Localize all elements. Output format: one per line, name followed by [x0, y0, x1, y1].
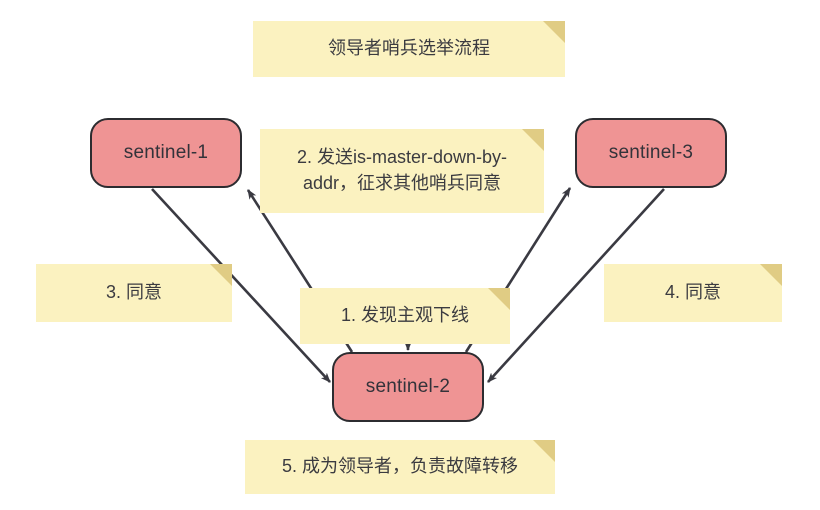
note-step-3: 3. 同意 [36, 264, 232, 322]
note-fold-icon [488, 288, 510, 310]
note-step-3-label: 3. 同意 [105, 282, 162, 303]
note-title-label: 领导者哨兵选举流程 [328, 38, 490, 59]
node-sentinel-1-label: sentinel-1 [123, 142, 209, 163]
note-fold-icon [760, 264, 782, 286]
note-step-4-label: 4. 同意 [664, 282, 721, 303]
node-sentinel-2[interactable]: sentinel-2 [332, 352, 484, 422]
note-fold-icon [533, 440, 555, 462]
note-step-5-label: 5. 成为领导者，负责故障转移 [281, 456, 518, 477]
node-sentinel-1[interactable]: sentinel-1 [90, 118, 242, 188]
note-fold-icon [522, 129, 544, 151]
note-step-2-label: 2. 发送is-master-down-by-addr，征求其他哨兵同意 [296, 147, 508, 193]
note-fold-icon [210, 264, 232, 286]
node-sentinel-2-label: sentinel-2 [365, 376, 451, 397]
edge-sentinel3-to-sentinel2 [487, 188, 665, 383]
edge-sentinel1-to-sentinel2 [151, 188, 331, 383]
node-sentinel-3[interactable]: sentinel-3 [575, 118, 727, 188]
note-step-1: 1. 发现主观下线 [300, 288, 510, 344]
note-title: 领导者哨兵选举流程 [253, 21, 565, 77]
note-step-1-label: 1. 发现主观下线 [340, 305, 469, 326]
note-step-4: 4. 同意 [604, 264, 782, 322]
note-fold-icon [543, 21, 565, 43]
node-sentinel-3-label: sentinel-3 [608, 142, 694, 163]
note-step-5: 5. 成为领导者，负责故障转移 [245, 440, 555, 494]
note-step-2: 2. 发送is-master-down-by-addr，征求其他哨兵同意 [260, 129, 544, 213]
